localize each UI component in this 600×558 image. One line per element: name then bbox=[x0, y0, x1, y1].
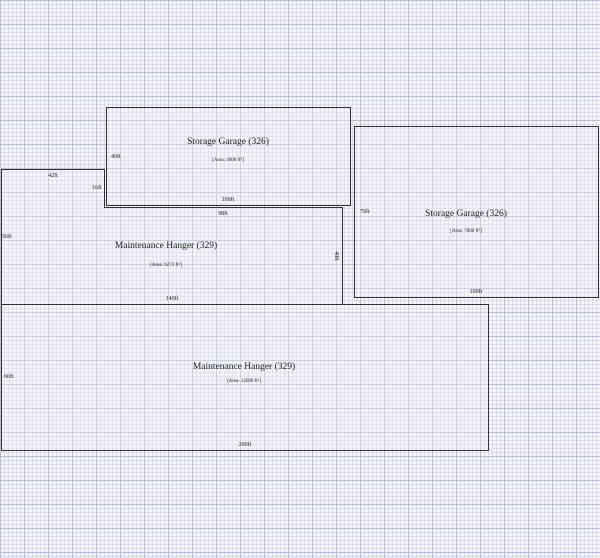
dim-height: 40ft bbox=[111, 153, 121, 160]
room-outline[interactable] bbox=[354, 126, 599, 298]
dim-height: 60ft bbox=[4, 373, 14, 380]
room-storage-garage-2[interactable]: Storage Garage (326) [Area: 7000 ft²] 70… bbox=[354, 126, 599, 298]
room-outline[interactable] bbox=[1, 304, 489, 451]
room-title: Storage Garage (326) bbox=[187, 136, 269, 147]
dim-left: 56ft bbox=[2, 233, 12, 240]
dim-bottom: 140ft bbox=[166, 295, 179, 302]
room-area: [Area: 6272 ft²] bbox=[150, 262, 182, 268]
dim-width: 100ft bbox=[470, 288, 483, 295]
room-title: Maintenance Hanger (329) bbox=[115, 240, 217, 251]
dim-height: 70ft bbox=[360, 208, 370, 215]
dim-width: 200ft bbox=[239, 441, 252, 448]
room-area: [Area: 7000 ft²] bbox=[450, 228, 482, 234]
dim-width: 100ft bbox=[222, 196, 235, 203]
room-storage-garage-1[interactable]: Storage Garage (326) [Area: 4000 ft²] 40… bbox=[106, 107, 351, 206]
room-area: [Area: 4000 ft²] bbox=[212, 157, 244, 163]
room-title: Storage Garage (326) bbox=[425, 208, 507, 219]
room-area: [Area: 12000 ft²] bbox=[227, 378, 261, 384]
room-outline[interactable] bbox=[106, 107, 351, 206]
dim-right: 40ft bbox=[333, 251, 340, 261]
room-maintenance-hanger-2[interactable]: Maintenance Hanger (329) [Area: 12000 ft… bbox=[1, 304, 489, 451]
dim-top: 42ft bbox=[48, 172, 58, 179]
dim-inner-top: 98ft bbox=[218, 210, 228, 217]
room-title: Maintenance Hanger (329) bbox=[193, 361, 295, 372]
dim-notch: 16ft bbox=[92, 184, 102, 191]
